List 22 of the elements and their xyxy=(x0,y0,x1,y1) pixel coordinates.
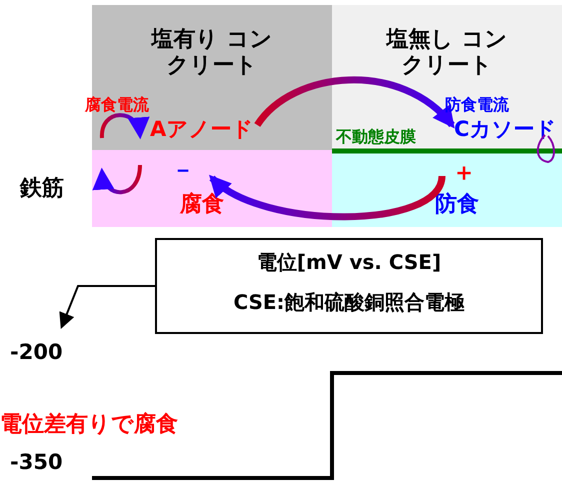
rebar-label: 鉄筋 xyxy=(20,176,64,202)
note-text: 電位差有りで腐食 xyxy=(0,412,178,438)
axis-value: -350 xyxy=(10,450,63,476)
polarity-sign: ＋ xyxy=(452,158,476,187)
callout-text: 電位[mV vs. CSE] xyxy=(256,250,442,274)
steel-region xyxy=(92,150,332,227)
electrode-label: Aアノード xyxy=(150,117,254,142)
panel-title: 塩有り コンクリート xyxy=(150,27,274,80)
leader-arrow xyxy=(59,285,155,329)
panel-title: 塩無し コンクリート xyxy=(384,27,508,80)
film-label: 不動態皮膜 xyxy=(336,127,416,146)
region-label: 腐食 xyxy=(178,192,225,218)
region-label: 防食 xyxy=(434,192,480,218)
axis-value: -200 xyxy=(10,340,63,366)
current-label: 腐食電流 xyxy=(85,95,149,114)
callout-text: CSE:飽和硫酸銅照合電極 xyxy=(232,290,466,314)
current-arrow xyxy=(208,175,446,220)
panel-region xyxy=(332,5,562,150)
polarity-sign: － xyxy=(172,158,194,184)
callout-box xyxy=(155,238,543,334)
current-arrow xyxy=(254,76,455,128)
current-label: 防食電流 xyxy=(445,95,509,114)
